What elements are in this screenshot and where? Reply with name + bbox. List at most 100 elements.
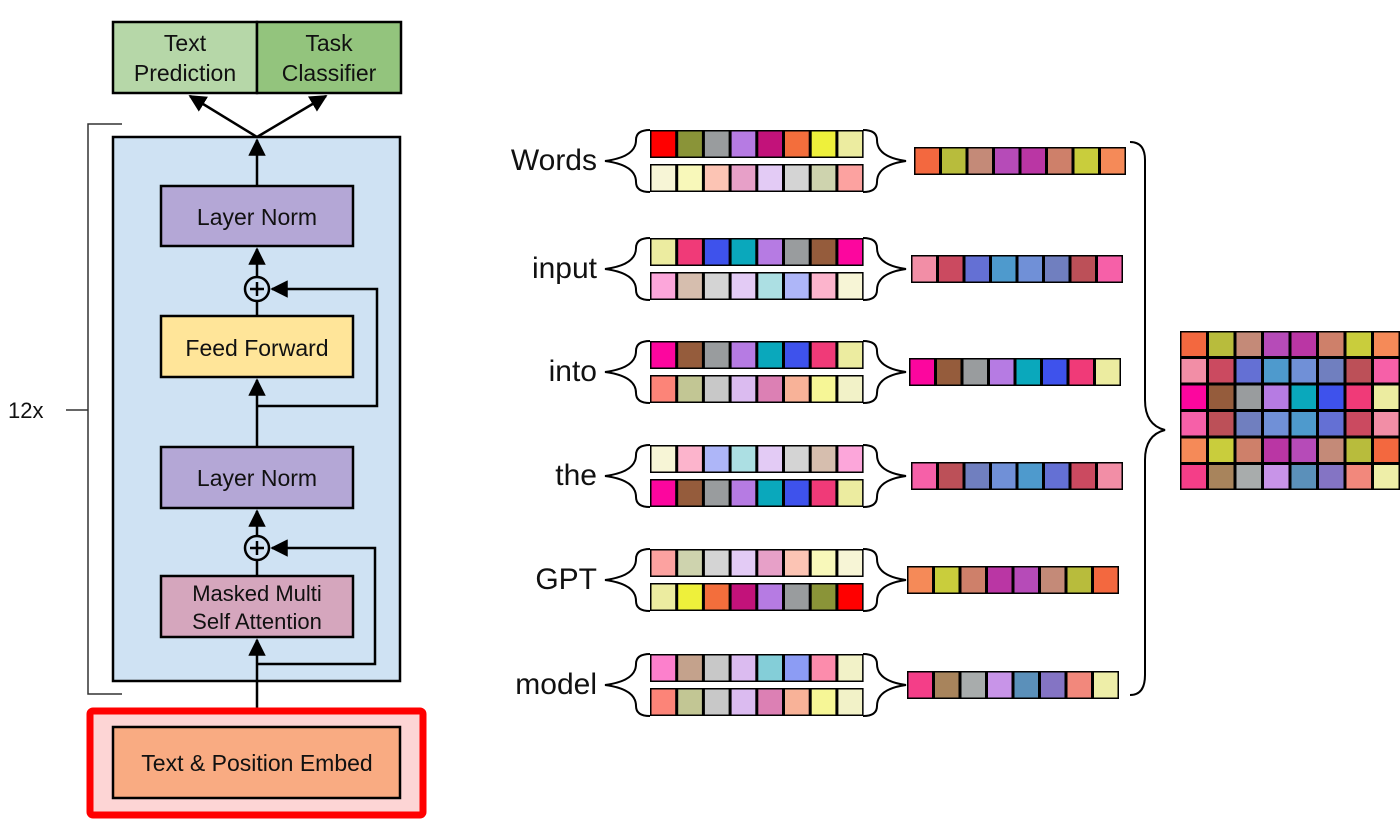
embedding-cell	[811, 376, 836, 402]
embedding-cell	[704, 342, 729, 368]
embedding-matrix	[1180, 331, 1400, 490]
token-row-gpt: GPT	[535, 548, 1119, 612]
embedding-cell	[838, 165, 863, 191]
matrix-cell	[1209, 465, 1234, 489]
matrix-cell	[1236, 412, 1261, 436]
matrix-cell	[1181, 465, 1206, 489]
embedding-cell	[1041, 672, 1065, 698]
embedding-cell	[731, 584, 756, 610]
embedding-cell	[731, 480, 756, 506]
matrix-cell	[1264, 385, 1289, 409]
embedding-cell	[935, 672, 959, 698]
text-prediction-box	[111, 20, 259, 95]
matrix-cell	[1264, 465, 1289, 489]
matrix-cell	[1319, 465, 1344, 489]
embedding-cell	[731, 689, 756, 715]
embedding-cell	[908, 567, 932, 593]
left-brace	[604, 129, 651, 193]
embedding-cell	[704, 273, 729, 299]
embedding-cell	[785, 689, 809, 715]
embedding-cell	[651, 273, 676, 299]
text-embedding	[650, 238, 864, 266]
matrix-cell	[1319, 438, 1344, 462]
matrix-cell	[1291, 438, 1316, 462]
embedding-cell	[838, 480, 863, 506]
architecture: Text Prediction Task Classifier 12x Laye…	[8, 20, 427, 819]
text-prediction-label-2: Prediction	[134, 60, 236, 86]
attention-label-1: Masked Multi	[192, 581, 322, 606]
arrow-to-text-prediction	[188, 94, 258, 139]
embedding-cell	[811, 239, 836, 265]
embedding-cell	[912, 463, 936, 489]
embedding-cell	[731, 165, 756, 191]
embedding-cell	[838, 655, 863, 681]
embedding-cell	[811, 655, 836, 681]
embedding-cell	[651, 584, 676, 610]
matrix-cell	[1374, 412, 1399, 436]
embedding-cell	[651, 480, 676, 506]
left-brace	[604, 237, 651, 301]
embedding-cell	[1043, 359, 1067, 385]
matrix-cell	[1346, 438, 1371, 462]
embedding-cell	[678, 446, 702, 472]
embedding-cell	[811, 446, 836, 472]
embedding-cell	[758, 376, 782, 402]
embedding-cell	[731, 342, 756, 368]
combined-embedding	[909, 358, 1121, 386]
embedding-cell	[1014, 672, 1038, 698]
token-word: input	[532, 252, 598, 285]
matrix-cell	[1236, 465, 1261, 489]
embedding-cell	[1101, 148, 1125, 174]
embedding-cell	[811, 273, 836, 299]
embedding-cell	[785, 273, 809, 299]
task-classifier-label-2: Classifier	[282, 60, 377, 86]
token-row-words: Words	[511, 129, 1126, 193]
repeat-count-label: 12x	[8, 398, 43, 423]
embedding-cell	[731, 239, 756, 265]
token-row-model: model	[515, 653, 1119, 717]
embedding-cell	[968, 148, 992, 174]
matrix-cell	[1291, 332, 1316, 356]
embedding-cell	[988, 672, 1012, 698]
embedding-cell	[1018, 256, 1042, 282]
embedding-cell	[678, 550, 702, 576]
matrix-frame	[1180, 331, 1400, 490]
embedding-cell	[1048, 148, 1072, 174]
embedding-cell	[1098, 256, 1122, 282]
embedding-cell	[1067, 567, 1091, 593]
output-heads: Text Prediction Task Classifier	[111, 20, 403, 95]
embedding-cell	[995, 148, 1019, 174]
matrix-cell	[1209, 359, 1234, 383]
repeat-bracket	[87, 123, 122, 695]
embedding-cell	[910, 359, 934, 385]
matrix-cell	[1181, 332, 1206, 356]
embedding-cell	[731, 550, 756, 576]
embedding-cell	[811, 165, 836, 191]
combined-embedding	[907, 671, 1119, 699]
embedding-cell	[704, 550, 729, 576]
text-embedding	[650, 654, 864, 682]
residual-top	[257, 280, 379, 408]
matrix-cell	[1319, 332, 1344, 356]
token-word: the	[555, 459, 597, 492]
text-position-embed-label: Text & Position Embed	[141, 750, 372, 776]
embedding-cell	[758, 689, 782, 715]
embedding-cell	[731, 655, 756, 681]
left-brace	[604, 548, 651, 612]
embedding-cell	[678, 480, 702, 506]
embedding-cell	[678, 131, 702, 157]
embedding-cell	[1098, 463, 1122, 489]
text-prediction-label-1: Text	[164, 30, 207, 56]
right-brace	[862, 340, 907, 404]
matrix-cell	[1236, 359, 1261, 383]
embedding-cell	[704, 655, 729, 681]
layer-norm-bottom	[159, 445, 355, 510]
matrix-cell	[1264, 412, 1289, 436]
matrix-cell	[1346, 385, 1371, 409]
embedding-cell	[961, 672, 985, 698]
embedding-cell	[758, 550, 782, 576]
text-embedding	[650, 445, 864, 473]
layer-norm-bottom-label: Layer Norm	[197, 465, 317, 491]
